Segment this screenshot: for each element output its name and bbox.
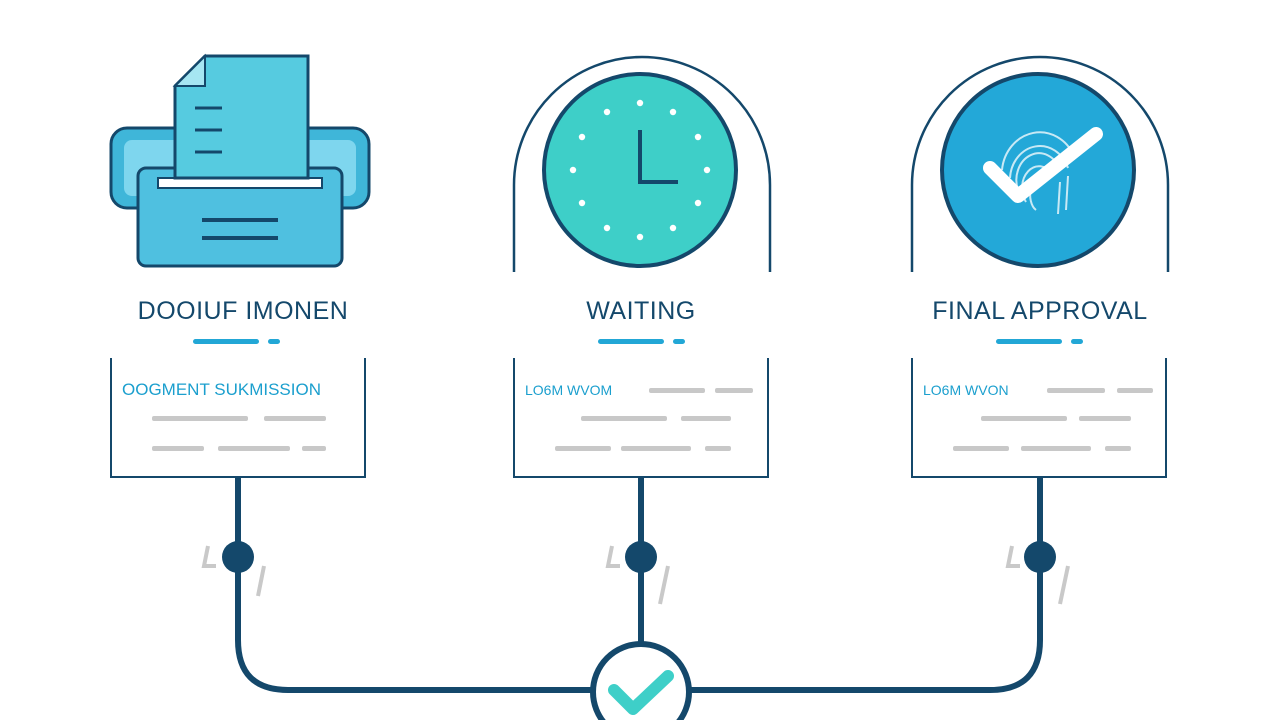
step-card-1: OOGMENT SUKMISSION: [110, 358, 366, 478]
placeholder-line: [264, 416, 326, 421]
placeholder-line: [555, 446, 611, 451]
fingerprint-check-icon: [940, 72, 1136, 268]
title-underline: [598, 339, 664, 344]
step-card-3: LO6M WVON: [911, 358, 1167, 478]
placeholder-line: [1105, 446, 1131, 451]
placeholder-line: [1021, 446, 1091, 451]
placeholder-line: [981, 416, 1067, 421]
placeholder-line: [715, 388, 753, 393]
step-title-3: FINAL APPROVAL: [932, 297, 1148, 325]
checkmark-icon: [590, 641, 692, 720]
card-label-2: LO6M WVOM: [525, 382, 613, 398]
placeholder-line: [649, 388, 705, 393]
step-card-2: LO6M WVOM: [513, 358, 769, 478]
clock-icon: [542, 72, 738, 268]
title-underline-dot: [268, 339, 280, 344]
node-markers: [201, 541, 1070, 605]
step-title-2: WAITING: [586, 297, 696, 325]
placeholder-line: [581, 416, 667, 421]
placeholder-line: [152, 416, 248, 421]
arch-frame: [910, 55, 1170, 272]
card-label-1: OOGMENT SUKMISSION: [122, 380, 321, 399]
title-underline: [996, 339, 1062, 344]
placeholder-line: [953, 446, 1009, 451]
card-label-3: LO6M WVON: [923, 382, 1009, 398]
title-underline-dot: [1071, 339, 1083, 344]
placeholder-line: [1117, 388, 1153, 393]
document-tray-icon: [109, 53, 371, 268]
step-title-1: DOOIUF IMONEN: [137, 297, 349, 325]
placeholder-line: [218, 446, 290, 451]
placeholder-line: [705, 446, 731, 451]
placeholder-line: [302, 446, 326, 451]
placeholder-line: [681, 416, 731, 421]
title-underline: [193, 339, 259, 344]
arch-frame: [512, 55, 772, 272]
placeholder-line: [1047, 388, 1105, 393]
placeholder-line: [621, 446, 691, 451]
placeholder-line: [152, 446, 204, 451]
title-underline-dot: [673, 339, 685, 344]
placeholder-line: [1079, 416, 1131, 421]
